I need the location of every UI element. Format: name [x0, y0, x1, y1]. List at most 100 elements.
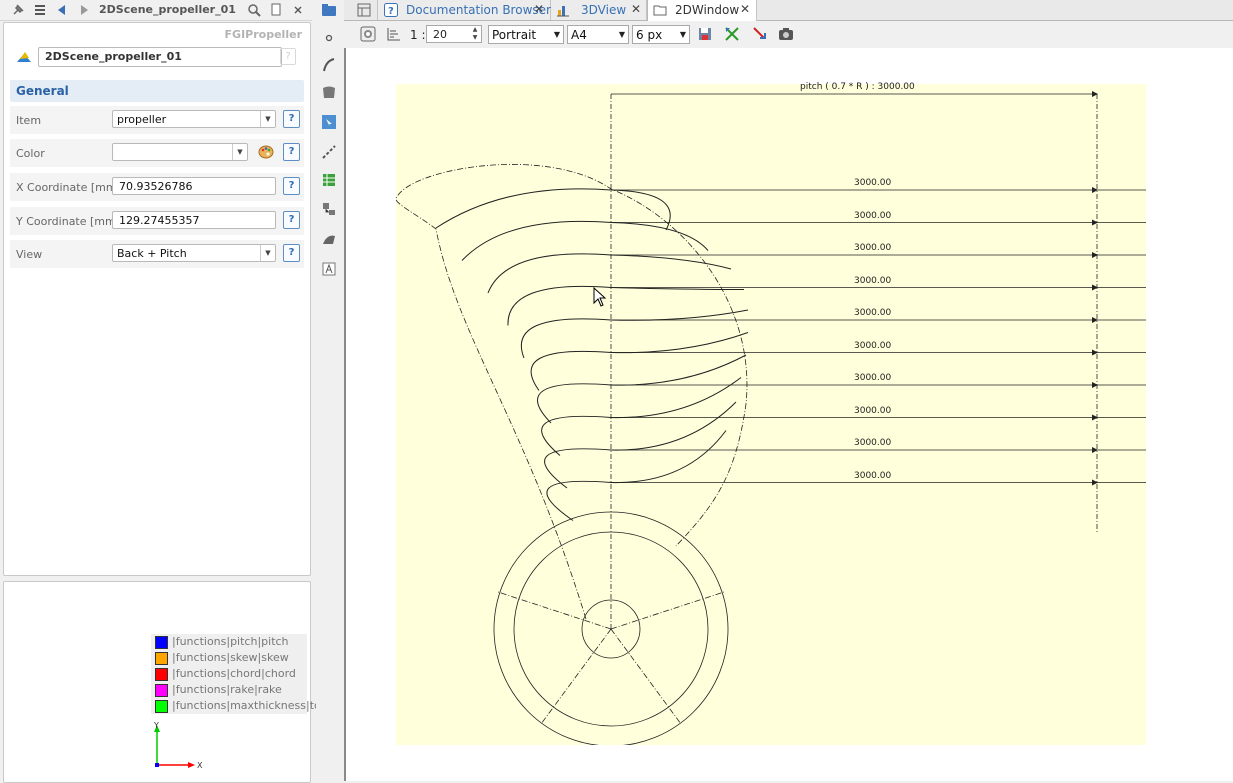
- palette-icon[interactable]: [258, 144, 274, 160]
- section-curve-left: [544, 448, 612, 489]
- function-legend: |functions|pitch|pitch |functions|skew|s…: [151, 634, 320, 714]
- property-label: View: [16, 248, 43, 261]
- svg-text:?: ?: [388, 6, 394, 17]
- panel-toolbar: 2DScene_propeller_01: [0, 0, 312, 21]
- tab-3dview[interactable]: 3DView ✕: [551, 0, 647, 20]
- close-icon[interactable]: [290, 2, 306, 18]
- snap-icon[interactable]: [360, 26, 376, 42]
- x-coordinate-input[interactable]: 70.93526786: [112, 177, 276, 195]
- section-arrow: [1092, 187, 1098, 193]
- section-label: 3000.00: [854, 340, 892, 351]
- y-coordinate-input[interactable]: 129.27455357: [112, 211, 276, 229]
- menu-icon[interactable]: [32, 2, 48, 18]
- camera-icon[interactable]: [778, 26, 794, 42]
- section-curve-left: [541, 415, 612, 456]
- object-name-input[interactable]: 2DScene_propeller_01: [38, 47, 282, 67]
- tab-2dwindow[interactable]: 2DWindow ✕: [647, 0, 757, 21]
- paper-size-combo[interactable]: A4 ▼: [567, 25, 629, 44]
- chevron-down-icon: ▼: [260, 245, 275, 261]
- vertical-toolbar: [316, 0, 342, 781]
- hub-circle: [581, 599, 641, 659]
- y-axis-label: Y: [153, 722, 159, 730]
- surface-tool-icon[interactable]: [321, 84, 337, 100]
- connector-tool-icon[interactable]: [321, 201, 337, 217]
- chevron-down-icon: ▼: [232, 144, 247, 160]
- scale-value: 20: [433, 28, 447, 41]
- fit-view-icon[interactable]: [724, 26, 740, 42]
- section-label: 3000.00: [854, 438, 892, 448]
- tab-documentation-browser[interactable]: ? Documentation Browser ✕: [378, 0, 551, 20]
- text-tool-icon[interactable]: [321, 261, 337, 277]
- object-name-help[interactable]: ?: [280, 48, 296, 65]
- section-label: 3000.00: [854, 275, 892, 286]
- object-icon: [16, 50, 32, 64]
- chevron-down-icon: ▼: [553, 30, 560, 39]
- line-width-value: 6 px: [636, 28, 663, 42]
- dashed-line-tool-icon[interactable]: [321, 144, 337, 160]
- property-row-view: View Back + Pitch ▼ ?: [10, 240, 304, 268]
- color-combo[interactable]: ▼: [112, 143, 248, 161]
- orientation-value: Portrait: [492, 28, 537, 42]
- axis-gizmo: Y X: [153, 722, 203, 770]
- outer-ring: [493, 511, 729, 745]
- preview-panel: |functions|pitch|pitch |functions|skew|s…: [3, 581, 320, 783]
- section-curve-right: [610, 332, 749, 354]
- section-label: 3000.00: [854, 405, 892, 416]
- search-icon[interactable]: [246, 2, 262, 18]
- section-curve-right: [610, 222, 709, 251]
- tab-bar: ? Documentation Browser ✕ 3DView ✕ 2DWin…: [344, 0, 1233, 21]
- back-arrow-icon[interactable]: [54, 2, 70, 18]
- section-label: 3000.00: [854, 373, 892, 383]
- hub-spokes: [497, 591, 725, 725]
- close-icon[interactable]: ✕: [631, 2, 642, 16]
- help-button[interactable]: ?: [283, 244, 300, 262]
- pin-icon[interactable]: [10, 2, 26, 18]
- line-width-combo[interactable]: 6 px ▼: [632, 25, 690, 44]
- spin-arrows-icon[interactable]: ▲▼: [472, 26, 478, 41]
- table-tool-icon[interactable]: [321, 172, 337, 188]
- legend-item: |functions|pitch|pitch: [151, 634, 307, 650]
- point-tool-icon[interactable]: [321, 30, 337, 46]
- help-button[interactable]: ?: [283, 177, 300, 195]
- section-arrow: [1092, 284, 1098, 291]
- group-header-general[interactable]: General: [10, 80, 304, 102]
- paper-size-value: A4: [571, 28, 587, 42]
- export-icon[interactable]: [752, 26, 768, 42]
- property-row-item: Item propeller ▼ ?: [10, 106, 304, 134]
- chevron-down-icon: ▼: [679, 30, 686, 39]
- section-label: 3000.00: [854, 210, 892, 221]
- 2d-view-tool-icon[interactable]: [321, 114, 337, 130]
- section-curve-right: [610, 354, 747, 386]
- chevron-down-icon: ▼: [618, 30, 625, 39]
- curve-tool-icon[interactable]: [321, 57, 337, 73]
- copy-icon[interactable]: [268, 2, 284, 18]
- scale-prefix: 1 :: [410, 28, 426, 42]
- section-label: 3000.00: [854, 308, 892, 318]
- close-icon[interactable]: ✕: [534, 2, 545, 16]
- property-label: X Coordinate [mm]: [16, 181, 121, 194]
- forward-arrow-icon[interactable]: [76, 2, 92, 18]
- section-lines: [435, 187, 1146, 521]
- view-combo-value: Back + Pitch: [117, 247, 187, 260]
- tab-grid-layout[interactable]: [344, 0, 378, 20]
- section-arrow: [1092, 447, 1098, 453]
- orientation-combo[interactable]: Portrait ▼: [488, 25, 564, 44]
- item-combo[interactable]: propeller ▼: [112, 110, 276, 128]
- section-curve-right: [610, 430, 727, 484]
- legend-label: |functions|rake|rake: [172, 683, 282, 696]
- legend-swatch: [155, 668, 168, 681]
- close-icon[interactable]: ✕: [740, 2, 751, 16]
- property-label: Color: [16, 147, 45, 160]
- left-panel: 2DScene_propeller_01 FGIPropeller 2DScen…: [0, 0, 320, 783]
- help-button[interactable]: ?: [283, 143, 300, 161]
- help-button[interactable]: ?: [283, 211, 300, 229]
- scale-spinbox[interactable]: 20 ▲▼: [426, 25, 482, 43]
- help-button[interactable]: ?: [283, 110, 300, 128]
- folder-icon[interactable]: [321, 2, 337, 18]
- legend-swatch: [155, 700, 168, 713]
- sketch-tool-icon[interactable]: [321, 232, 337, 248]
- legend-label: |functions|pitch|pitch: [172, 635, 289, 648]
- view-combo[interactable]: Back + Pitch ▼: [112, 244, 276, 262]
- save-icon[interactable]: [697, 26, 713, 42]
